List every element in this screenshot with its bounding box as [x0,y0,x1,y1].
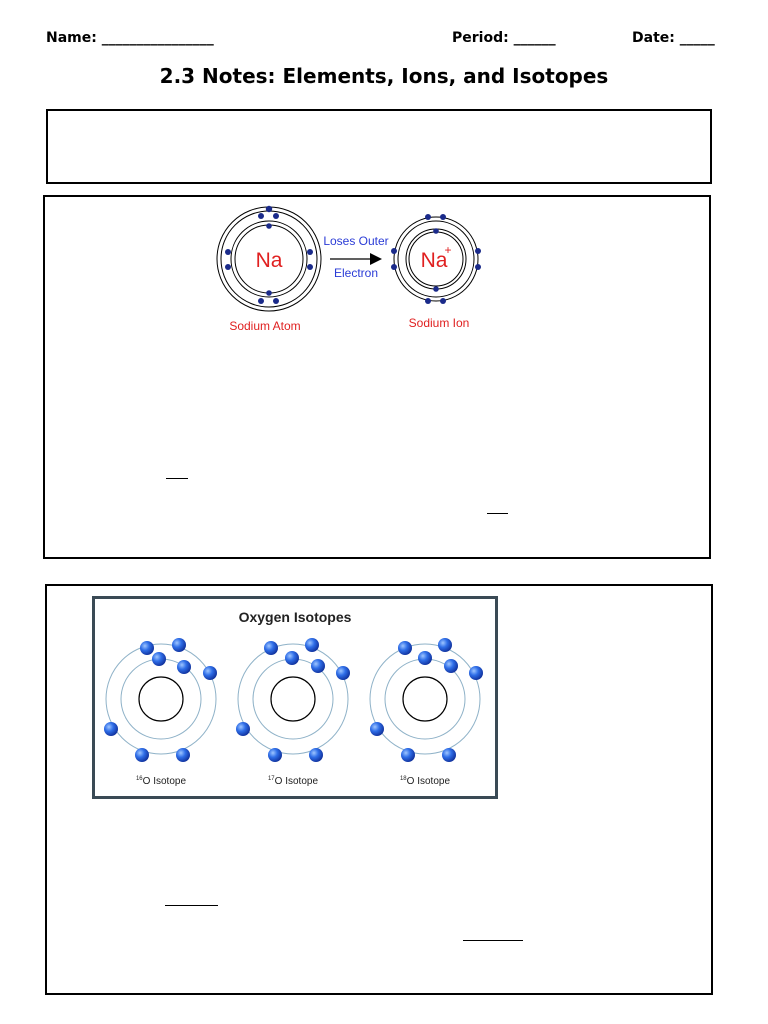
sodium-ion-diagram: Na Sodium Atom Loses Outer Electron Na +… [216,205,481,333]
ion-symbol: Na [421,249,448,272]
oxygen-isotopes-diagram: Oxygen Isotopes [92,596,498,799]
arrow-label-1: Loses Outer [323,234,388,248]
notes-box-1 [46,109,712,184]
isotope-18-label: 18O Isotope [400,776,450,787]
blank-line [463,940,523,941]
ion-charge: + [444,243,451,257]
period-field-label: Period: ______ [452,30,556,46]
isotope-16-label: 16O Isotope [136,776,186,787]
blank-line [165,905,218,906]
isotopes-title: Oxygen Isotopes [239,609,352,625]
ion-caption: Sodium Ion [409,316,470,330]
sodium-ion: Na + [391,214,481,304]
name-field-label: Name: ________________ [46,30,214,46]
isotope-16-model [104,638,217,762]
isotope-18-model [369,638,483,762]
arrow-label-2: Electron [334,266,378,280]
isotope-17-model [236,638,350,762]
atom-symbol: Na [256,249,283,272]
isotopes-box [45,584,713,995]
blank-line [166,478,188,479]
date-field-label: Date: _____ [632,30,715,46]
arrow-icon [370,253,382,265]
sodium-atom: Na [216,205,322,312]
page-title: 2.3 Notes: Elements, Ions, and Isotopes [159,64,609,88]
blank-line [487,513,508,514]
ions-box [43,195,711,559]
isotope-17-label: 17O Isotope [268,776,318,787]
atom-caption: Sodium Atom [229,319,300,333]
